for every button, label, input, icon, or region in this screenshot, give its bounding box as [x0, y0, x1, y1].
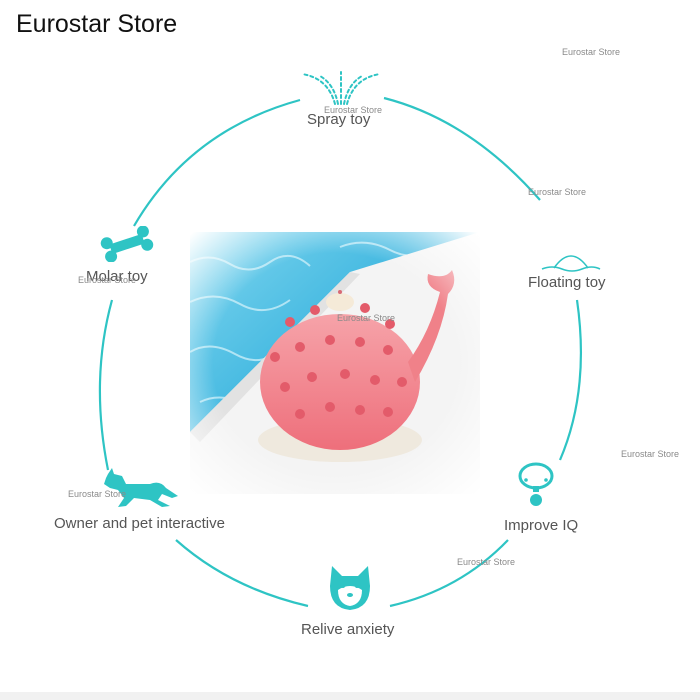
watermark: Eurostar Store	[621, 449, 680, 459]
feature-owner-pet-interactive: Owner and pet interactive	[54, 515, 225, 532]
bottom-bar	[0, 692, 700, 700]
feature-spray-toy: Spray toy	[307, 111, 371, 128]
watermark: Eurostar Store	[68, 489, 127, 499]
watermark: Eurostar Store	[78, 275, 137, 285]
floating-wave-icon	[541, 255, 601, 272]
store-title: Eurostar Store	[16, 10, 178, 38]
watermark: Eurostar Store	[562, 47, 621, 57]
watermark: Eurostar Store	[528, 187, 587, 197]
feature-floating-toy: Floating toy	[528, 274, 606, 291]
pet-collar-icon	[518, 462, 554, 506]
product-photo	[190, 232, 480, 494]
dog-face-icon	[330, 566, 370, 610]
feature-relive-anxiety: Relive anxiety	[301, 621, 395, 638]
feature-molar-toy: Molar toy	[86, 268, 148, 285]
watermark: Eurostar Store	[457, 557, 516, 567]
toy-image	[190, 232, 480, 494]
watermark: Eurostar Store	[324, 105, 383, 115]
bone-icon	[100, 226, 154, 262]
running-dog-icon	[104, 468, 178, 507]
feature-improve-iq: Improve IQ	[504, 517, 579, 534]
watermark: Eurostar Store	[337, 313, 396, 323]
water-spray-icon	[301, 71, 381, 105]
